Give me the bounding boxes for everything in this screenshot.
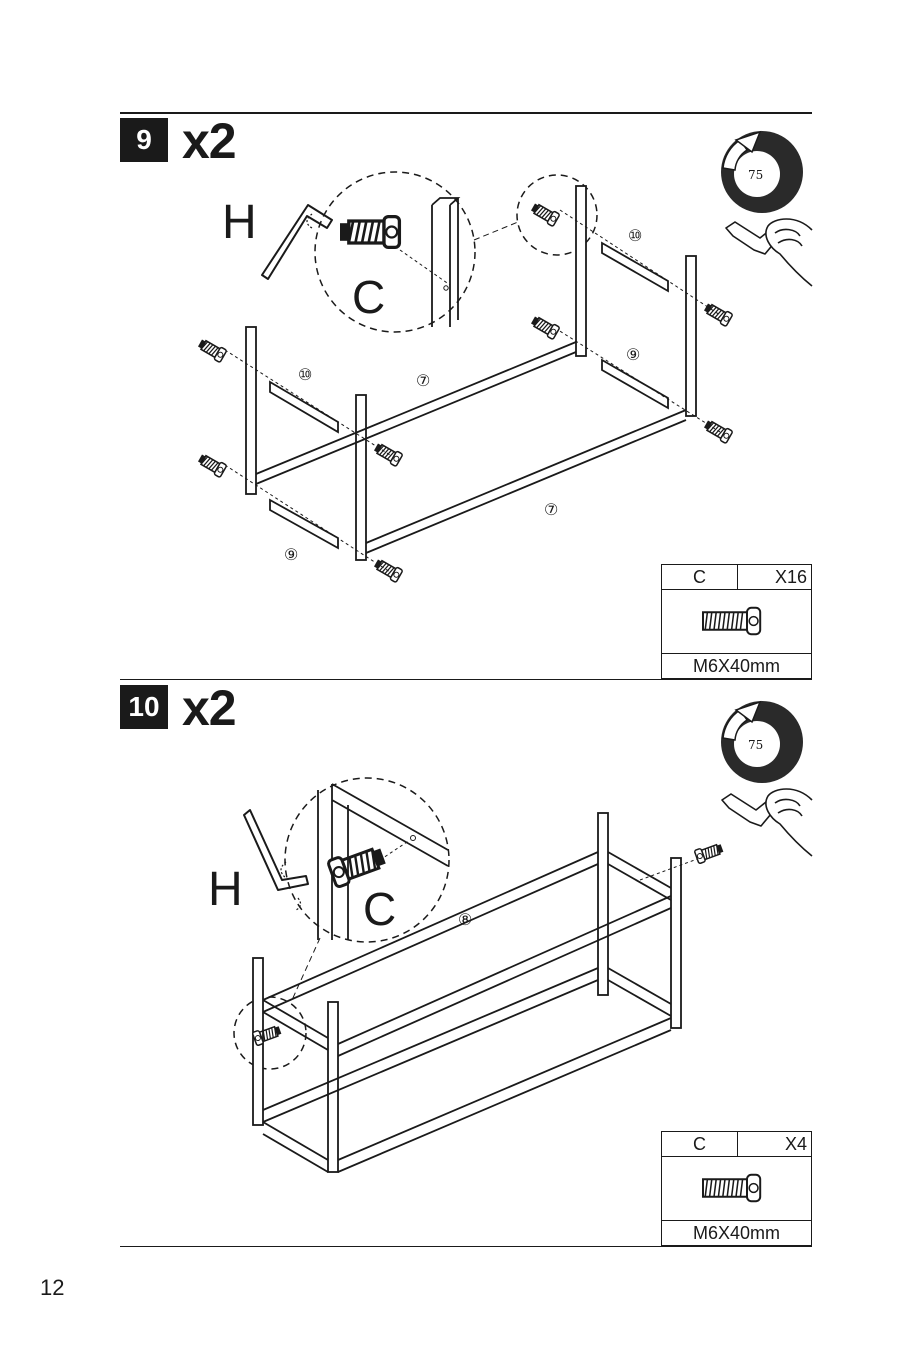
torque-dial-icon: 75 bbox=[721, 701, 803, 783]
step-10-screw-label: C bbox=[363, 883, 396, 935]
hardware-size: M6X40mm bbox=[662, 1221, 811, 1245]
step-10-tool-label: H bbox=[208, 863, 243, 916]
step-10-detail-circle: C bbox=[285, 778, 449, 942]
torque-value: 75 bbox=[748, 738, 763, 752]
page-number: 12 bbox=[40, 1275, 64, 1301]
bolt-icon bbox=[662, 1157, 813, 1220]
bottom-rule bbox=[120, 1246, 812, 1247]
step-10-hardware-box: C X4 M6X40mm bbox=[661, 1131, 812, 1246]
allen-key-icon bbox=[244, 810, 308, 910]
hand-icon bbox=[722, 789, 812, 856]
part-label: ⑧ bbox=[458, 912, 472, 929]
hardware-quantity: X4 bbox=[738, 1132, 811, 1156]
hardware-code: C bbox=[662, 1132, 738, 1156]
